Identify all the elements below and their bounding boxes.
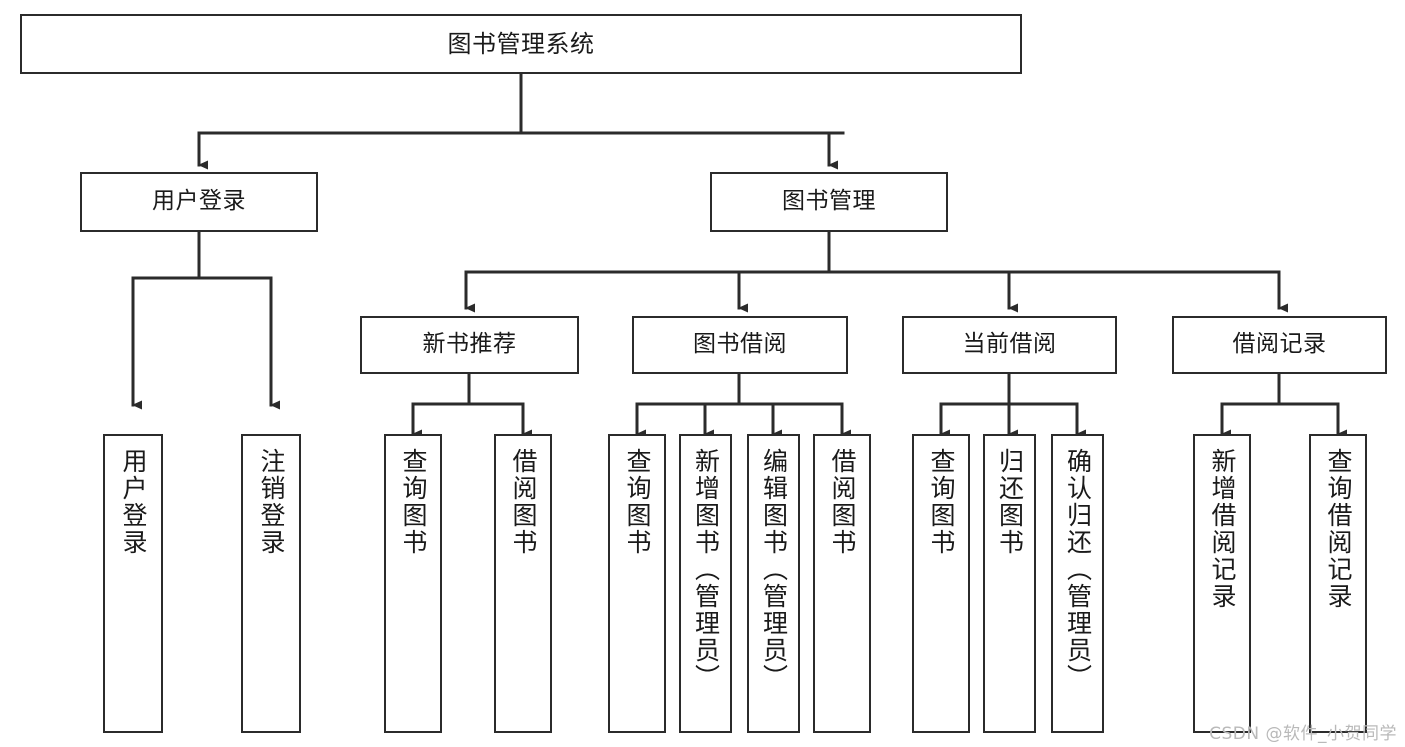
node-root-system[interactable]: 图书管理系统 [20,14,1022,74]
node-leaf-add-record[interactable]: 新增借阅记录 [1193,434,1251,733]
node-leaf-add-book[interactable]: 新增图书（管理员） [679,434,732,733]
node-leaf-query-book-2[interactable]: 查询图书 [608,434,666,733]
node-leaf-add-book-label: 新增图书（管理员） [691,448,721,691]
node-leaf-query-book-2-label: 查询图书 [623,448,652,556]
node-leaf-borrow-book-2[interactable]: 借阅图书 [813,434,871,733]
node-leaf-return-book-label: 归还图书 [995,448,1025,556]
node-book-manage[interactable]: 图书管理 [710,172,948,232]
node-leaf-edit-book[interactable]: 编辑图书（管理员） [747,434,800,733]
node-leaf-confirm-return-label: 确认归还（管理员） [1063,448,1093,691]
node-leaf-user-login[interactable]: 用户登录 [103,434,163,733]
node-user-login-label: 用户登录 [152,188,246,215]
node-borrow-record-label: 借阅记录 [1232,331,1327,358]
node-leaf-query-record[interactable]: 查询借阅记录 [1309,434,1367,733]
node-leaf-return-book[interactable]: 归还图书 [983,434,1036,733]
node-new-book-recommend-label: 新书推荐 [422,331,517,358]
node-leaf-query-book-1-label: 查询图书 [399,448,428,556]
node-current-borrow-label: 当前借阅 [962,331,1057,358]
node-leaf-confirm-return[interactable]: 确认归还（管理员） [1051,434,1104,733]
node-leaf-query-book-3[interactable]: 查询图书 [912,434,970,733]
node-leaf-user-login-label: 用户登录 [119,448,148,556]
node-book-borrow[interactable]: 图书借阅 [632,316,848,374]
node-user-login[interactable]: 用户登录 [80,172,318,232]
node-leaf-borrow-book-2-label: 借阅图书 [828,448,857,556]
node-current-borrow[interactable]: 当前借阅 [902,316,1117,374]
node-book-borrow-label: 图书借阅 [693,331,787,358]
node-leaf-logout[interactable]: 注销登录 [241,434,301,733]
node-leaf-edit-book-label: 编辑图书（管理员） [759,448,789,691]
node-leaf-query-book-1[interactable]: 查询图书 [384,434,442,733]
node-borrow-record[interactable]: 借阅记录 [1172,316,1387,374]
node-leaf-query-book-3-label: 查询图书 [927,448,956,556]
node-leaf-query-record-label: 查询借阅记录 [1324,448,1353,610]
node-leaf-borrow-book-1-label: 借阅图书 [509,448,538,556]
node-leaf-borrow-book-1[interactable]: 借阅图书 [494,434,552,733]
node-new-book-recommend[interactable]: 新书推荐 [360,316,579,374]
watermark-text: CSDN @软件_小贺同学 [1209,724,1397,744]
node-leaf-add-record-label: 新增借阅记录 [1208,448,1237,610]
node-leaf-logout-label: 注销登录 [257,448,286,556]
node-book-manage-label: 图书管理 [782,188,876,215]
node-root-system-label: 图书管理系统 [447,29,595,58]
